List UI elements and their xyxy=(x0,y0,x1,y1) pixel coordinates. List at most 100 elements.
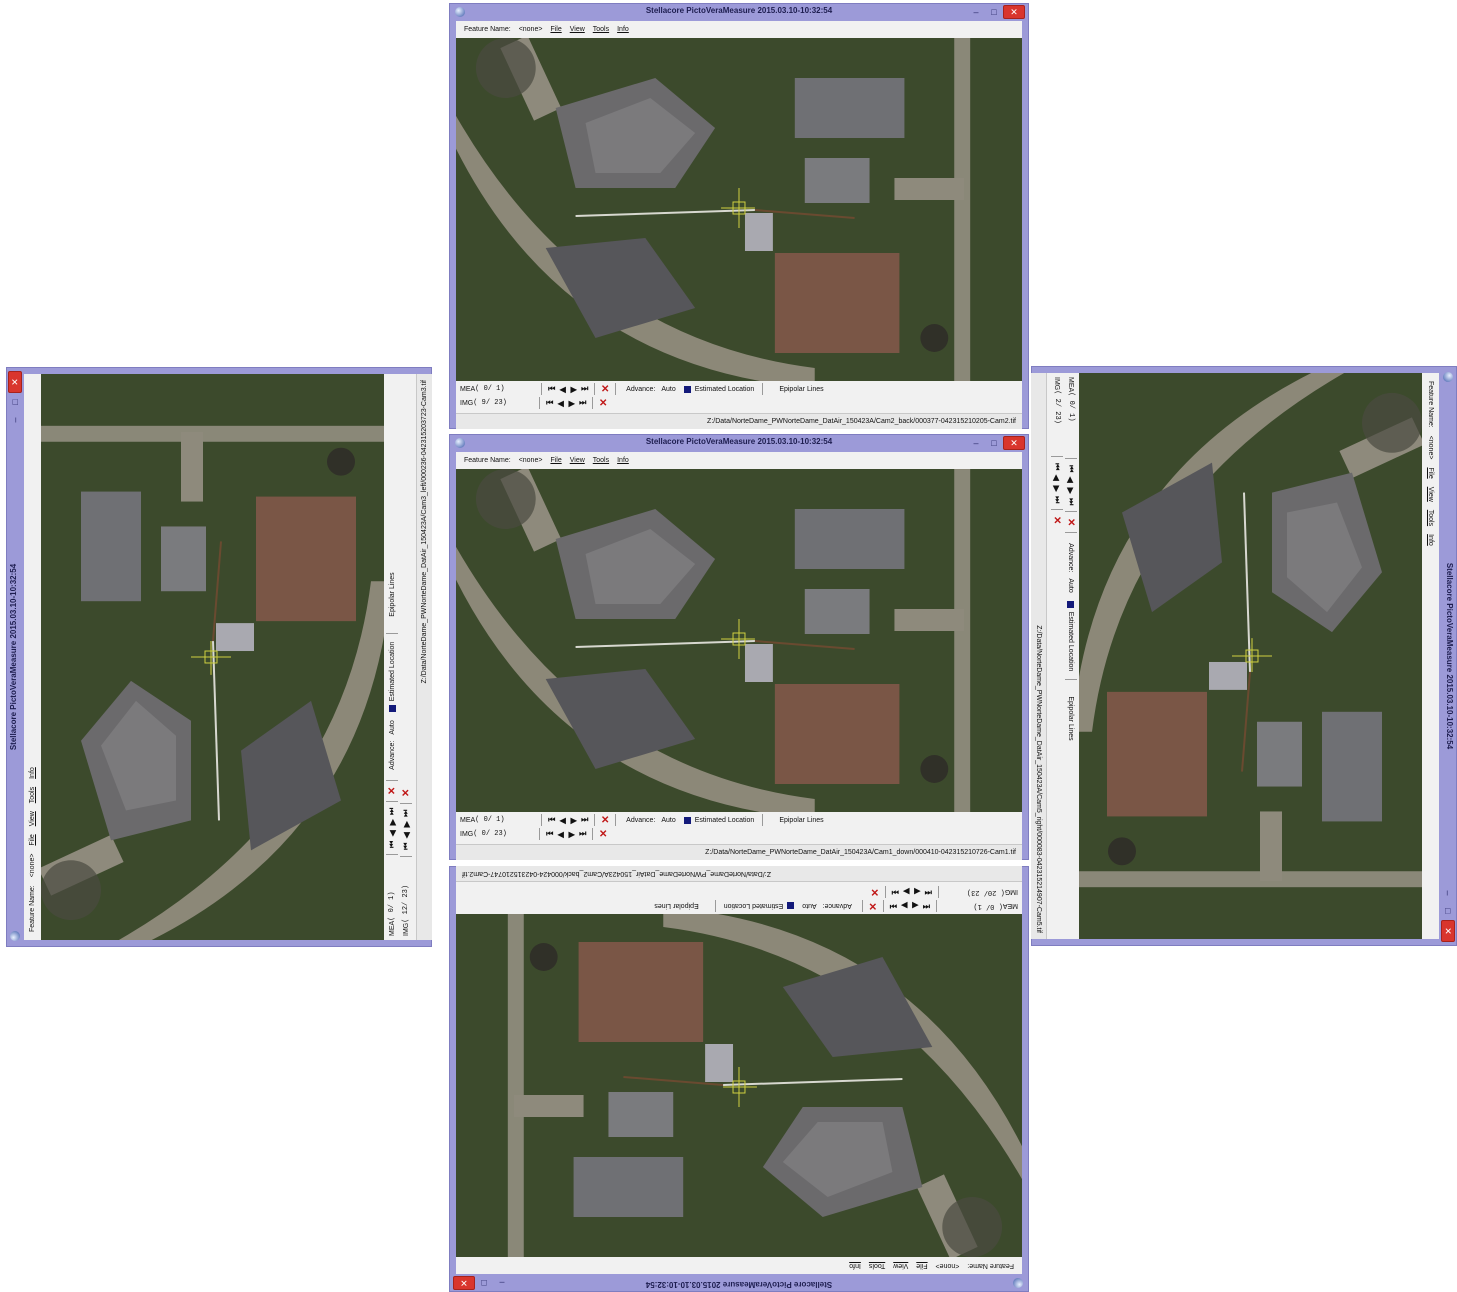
epipolar-lines-toggle[interactable]: Epipolar Lines xyxy=(388,572,396,617)
maximize-button[interactable]: □ xyxy=(10,399,20,405)
mea-delete-button[interactable]: ✕ xyxy=(386,786,398,796)
minimize-button[interactable]: – xyxy=(499,1278,505,1288)
feature-name-value[interactable]: <none> xyxy=(935,1262,960,1269)
menu-info[interactable]: Info xyxy=(1427,534,1434,546)
close-button[interactable]: ✕ xyxy=(1441,920,1455,942)
menu-file[interactable]: File xyxy=(29,834,36,846)
mea-prev-button[interactable]: ◀ xyxy=(912,901,919,911)
img-delete-button[interactable]: ✕ xyxy=(599,828,608,840)
advance-value[interactable]: Auto xyxy=(1067,578,1075,593)
minimize-button[interactable]: – xyxy=(973,438,979,448)
mea-delete-button[interactable]: ✕ xyxy=(868,900,878,912)
estimated-location-checkbox[interactable] xyxy=(1067,600,1075,608)
img-last-button[interactable]: ⏭ xyxy=(1053,496,1062,504)
title-bar[interactable]: Stellacore PictoVeraMeasure 2015.03.10-1… xyxy=(1439,367,1456,945)
img-first-button[interactable]: ⏮ xyxy=(1053,463,1062,471)
aerial-image-view[interactable] xyxy=(456,469,1022,812)
epipolar-lines-toggle[interactable]: Epipolar Lines xyxy=(779,816,824,824)
img-first-button[interactable]: ⏮ xyxy=(546,829,554,838)
maximize-button[interactable]: □ xyxy=(991,7,997,17)
mea-last-button[interactable]: ⏭ xyxy=(581,384,589,393)
minimize-button[interactable]: – xyxy=(973,7,979,17)
aerial-image-view[interactable] xyxy=(1079,373,1422,939)
img-prev-button[interactable]: ◀ xyxy=(1052,474,1062,481)
epipolar-lines-toggle[interactable]: Epipolar Lines xyxy=(654,902,699,910)
maximize-button[interactable]: □ xyxy=(991,438,997,448)
mea-next-button[interactable]: ▶ xyxy=(570,815,577,825)
menu-info[interactable]: Info xyxy=(29,767,36,779)
img-delete-button[interactable]: ✕ xyxy=(599,397,608,409)
mea-next-button[interactable]: ▶ xyxy=(901,901,908,911)
mea-first-button[interactable]: ⏮ xyxy=(387,840,396,848)
img-prev-button[interactable]: ◀ xyxy=(557,398,564,408)
menu-view[interactable]: View xyxy=(569,457,585,464)
menu-tools[interactable]: Tools xyxy=(592,26,610,33)
menu-file[interactable]: File xyxy=(916,1262,928,1269)
mea-first-button[interactable]: ⏮ xyxy=(1067,465,1076,473)
img-last-button[interactable]: ⏭ xyxy=(891,888,899,897)
feature-name-value[interactable]: <none> xyxy=(518,457,543,464)
title-bar[interactable]: Stellacore PictoVeraMeasure 2015.03.10-1… xyxy=(450,435,1028,452)
advance-value[interactable]: Auto xyxy=(661,385,676,393)
mea-prev-button[interactable]: ◀ xyxy=(559,384,566,394)
img-next-button[interactable]: ▶ xyxy=(568,829,575,839)
mea-prev-button[interactable]: ◀ xyxy=(559,815,566,825)
mea-last-button[interactable]: ⏭ xyxy=(581,815,589,824)
img-next-button[interactable]: ▶ xyxy=(401,821,411,828)
feature-name-value[interactable]: <none> xyxy=(1427,435,1434,460)
mea-last-button[interactable]: ⏭ xyxy=(1067,498,1076,506)
img-first-button[interactable]: ⏮ xyxy=(546,398,554,407)
title-bar[interactable]: Stellacore PictoVeraMeasure 2015.03.10-1… xyxy=(450,1274,1028,1291)
mea-prev-button[interactable]: ◀ xyxy=(387,830,397,837)
mea-first-button[interactable]: ⏮ xyxy=(548,384,556,393)
img-next-button[interactable]: ▶ xyxy=(1052,485,1062,492)
img-delete-button[interactable]: ✕ xyxy=(1051,516,1063,525)
img-last-button[interactable]: ⏭ xyxy=(401,809,410,817)
menu-view[interactable]: View xyxy=(29,811,36,827)
maximize-button[interactable]: □ xyxy=(1443,908,1453,914)
minimize-button[interactable]: – xyxy=(10,417,20,423)
img-first-button[interactable]: ⏮ xyxy=(401,842,410,850)
menu-file[interactable]: File xyxy=(1427,467,1434,479)
aerial-image-view[interactable] xyxy=(41,374,384,940)
menu-tools[interactable]: Tools xyxy=(868,1262,886,1269)
aerial-image-view[interactable] xyxy=(456,914,1022,1257)
mea-next-button[interactable]: ▶ xyxy=(570,384,577,394)
img-delete-button[interactable]: ✕ xyxy=(400,788,412,797)
mea-first-button[interactable]: ⏮ xyxy=(922,902,930,911)
advance-value[interactable]: Auto xyxy=(661,816,676,824)
close-button[interactable]: ✕ xyxy=(1003,436,1025,450)
mea-delete-button[interactable]: ✕ xyxy=(600,383,610,395)
mea-next-button[interactable]: ▶ xyxy=(387,819,397,826)
img-prev-button[interactable]: ◀ xyxy=(557,829,564,839)
epipolar-lines-toggle[interactable]: Epipolar Lines xyxy=(1067,696,1075,741)
menu-view[interactable]: View xyxy=(893,1262,909,1269)
estimated-location-label[interactable]: Estimated Location xyxy=(723,902,784,910)
close-button[interactable]: ✕ xyxy=(453,1276,475,1290)
estimated-location-checkbox[interactable] xyxy=(388,705,396,713)
estimated-location-label[interactable]: Estimated Location xyxy=(694,816,755,824)
mea-prev-button[interactable]: ◀ xyxy=(1066,476,1076,483)
img-last-button[interactable]: ⏭ xyxy=(579,398,587,407)
estimated-location-checkbox[interactable] xyxy=(683,816,691,824)
estimated-location-label[interactable]: Estimated Location xyxy=(388,641,396,702)
close-button[interactable]: ✕ xyxy=(1003,5,1025,19)
mea-last-button[interactable]: ⏭ xyxy=(889,902,897,911)
img-prev-button[interactable]: ◀ xyxy=(914,887,921,897)
minimize-button[interactable]: – xyxy=(1443,890,1453,896)
maximize-button[interactable]: □ xyxy=(481,1278,487,1288)
advance-value[interactable]: Auto xyxy=(802,902,817,910)
img-next-button[interactable]: ▶ xyxy=(568,398,575,408)
estimated-location-label[interactable]: Estimated Location xyxy=(694,385,755,393)
menu-file[interactable]: File xyxy=(550,26,562,33)
title-bar[interactable]: Stellacore PictoVeraMeasure 2015.03.10-1… xyxy=(7,368,24,946)
img-delete-button[interactable]: ✕ xyxy=(870,886,879,898)
menu-tools[interactable]: Tools xyxy=(29,786,36,804)
menu-info[interactable]: Info xyxy=(617,457,629,464)
img-last-button[interactable]: ⏭ xyxy=(579,829,587,838)
title-bar[interactable]: Stellacore PictoVeraMeasure 2015.03.10-1… xyxy=(450,4,1028,21)
estimated-location-checkbox[interactable] xyxy=(683,385,691,393)
epipolar-lines-toggle[interactable]: Epipolar Lines xyxy=(779,385,824,393)
close-button[interactable]: ✕ xyxy=(8,371,22,393)
feature-name-value[interactable]: <none> xyxy=(29,853,36,878)
